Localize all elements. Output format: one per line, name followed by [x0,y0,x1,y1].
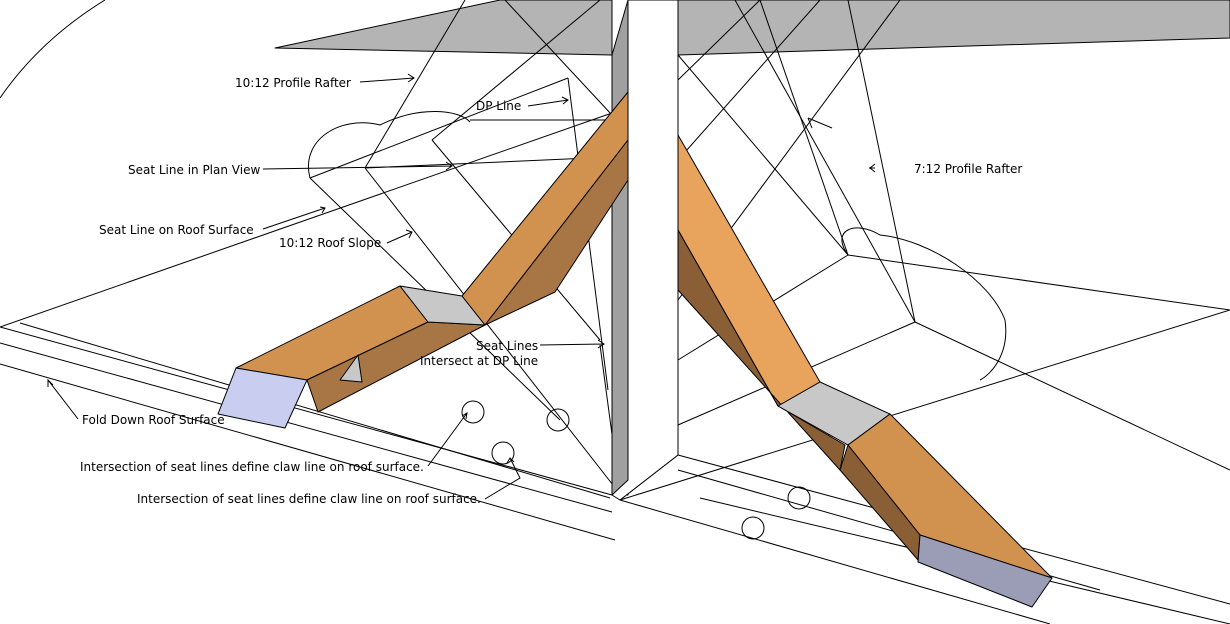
label-seat-line-plan-view: Seat Line in Plan View [128,163,260,177]
label-intersect-at-dp-line: Intersect at DP Line [420,354,538,368]
post-left-face [611,0,629,496]
label-dp-line: DP Line [476,99,521,113]
annotations: 10:12 Profile Rafter DP Line Seat Line i… [80,76,1022,506]
claw-intersection-markers [461,400,811,540]
construction-arc [0,0,106,99]
label-fold-down-roof-surface: Fold Down Roof Surface [82,413,225,427]
label-claw-note-2: Intersection of seat lines define claw l… [137,492,481,506]
label-seat-line-roof-surface: Seat Line on Roof Surface [99,223,254,237]
label-seat-lines: Seat Lines [476,339,538,353]
left-roof-plane [274,0,613,56]
label-10-12-profile-rafter: 10:12 Profile Rafter [235,76,351,90]
left-rafter [217,91,629,429]
label-claw-note-1: Intersection of seat lines define claw l… [80,460,424,474]
label-7-12-profile-rafter: 7:12 Profile Rafter [914,162,1022,176]
leader-arrows [47,73,876,500]
label-10-12-roof-slope: 10:12 Roof Slope [279,236,381,250]
right-rafter [677,134,1053,608]
